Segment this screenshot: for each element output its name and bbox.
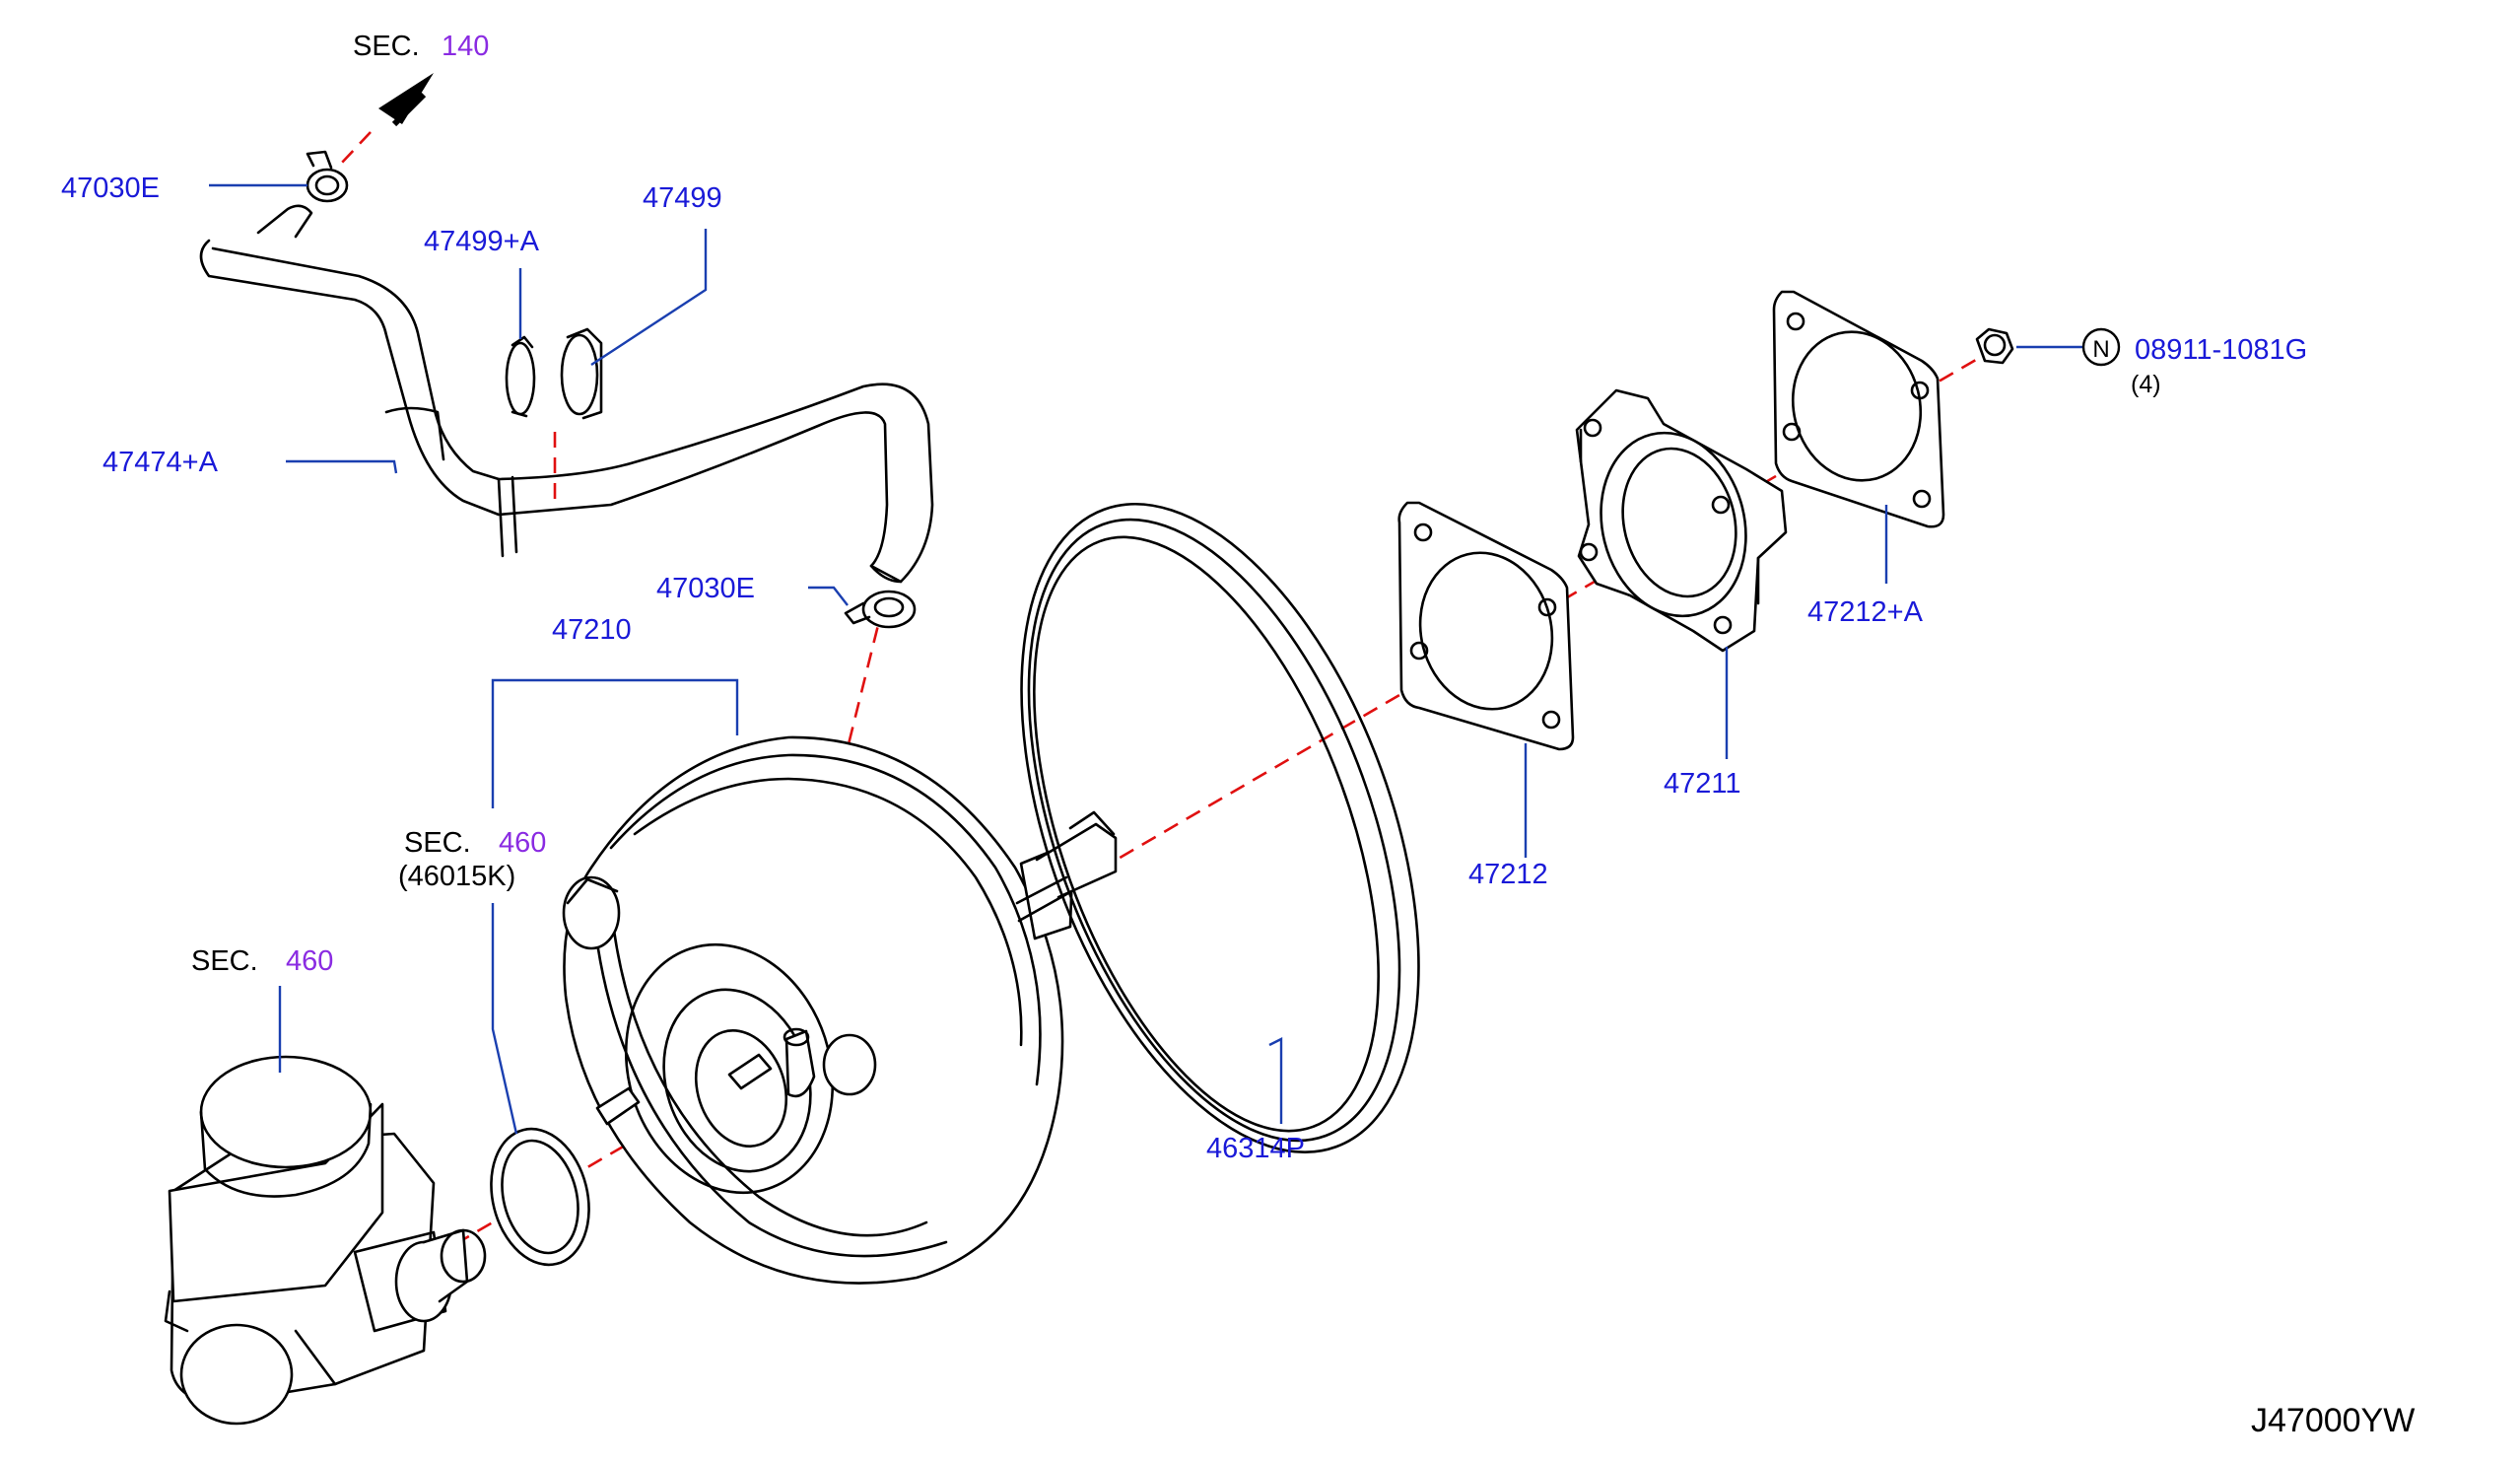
grommet-pair xyxy=(505,327,603,420)
sec-140-arrow xyxy=(378,73,434,127)
sec-460-number-lower: 460 xyxy=(286,945,333,977)
diagram-code: J47000YW xyxy=(2251,1402,2415,1439)
booster-seal xyxy=(1020,503,1420,1153)
sec-460-number-upper: 460 xyxy=(499,827,546,859)
callout-47499a: 47499+A xyxy=(424,226,540,257)
callout-08911-1081g: 08911-1081G xyxy=(2135,334,2307,366)
sec-460-sub: (46015K) xyxy=(398,861,515,892)
callouts: SEC. 140 47030E 47499+A 47499 47474+A 47… xyxy=(61,31,2415,1439)
nut-symbol: N xyxy=(2092,336,2109,363)
nut-quantity: (4) xyxy=(2131,371,2161,398)
o-ring xyxy=(490,1127,590,1267)
callout-47499: 47499 xyxy=(643,182,722,214)
gasket-outer xyxy=(1772,290,1945,528)
vacuum-hose xyxy=(199,204,934,584)
gasket-inner xyxy=(1397,501,1575,751)
sec-140-prefix: SEC. xyxy=(353,31,420,62)
callout-47212a: 47212+A xyxy=(1807,596,1924,628)
callout-46314p: 46314P xyxy=(1206,1133,1305,1164)
spacer xyxy=(1575,388,1788,653)
callout-47211: 47211 xyxy=(1664,768,1741,800)
callout-47030e-lower: 47030E xyxy=(656,573,755,604)
sec-460-prefix-upper: SEC. xyxy=(404,827,471,859)
leader-lines xyxy=(209,183,2085,1135)
sec-140-number: 140 xyxy=(442,31,489,62)
clamp-upper xyxy=(306,150,349,203)
callout-47212: 47212 xyxy=(1468,859,1548,890)
brake-booster xyxy=(562,735,1118,1285)
master-cylinder xyxy=(164,1055,487,1426)
clamp-lower xyxy=(844,590,917,629)
callout-47474a: 47474+A xyxy=(102,447,219,478)
callout-47210: 47210 xyxy=(552,614,632,646)
sec-460-prefix-lower: SEC. xyxy=(191,945,258,977)
flange-nut xyxy=(1975,327,2014,365)
callout-47030e-upper: 47030E xyxy=(61,173,160,204)
nut-symbol-circle xyxy=(2081,327,2121,367)
